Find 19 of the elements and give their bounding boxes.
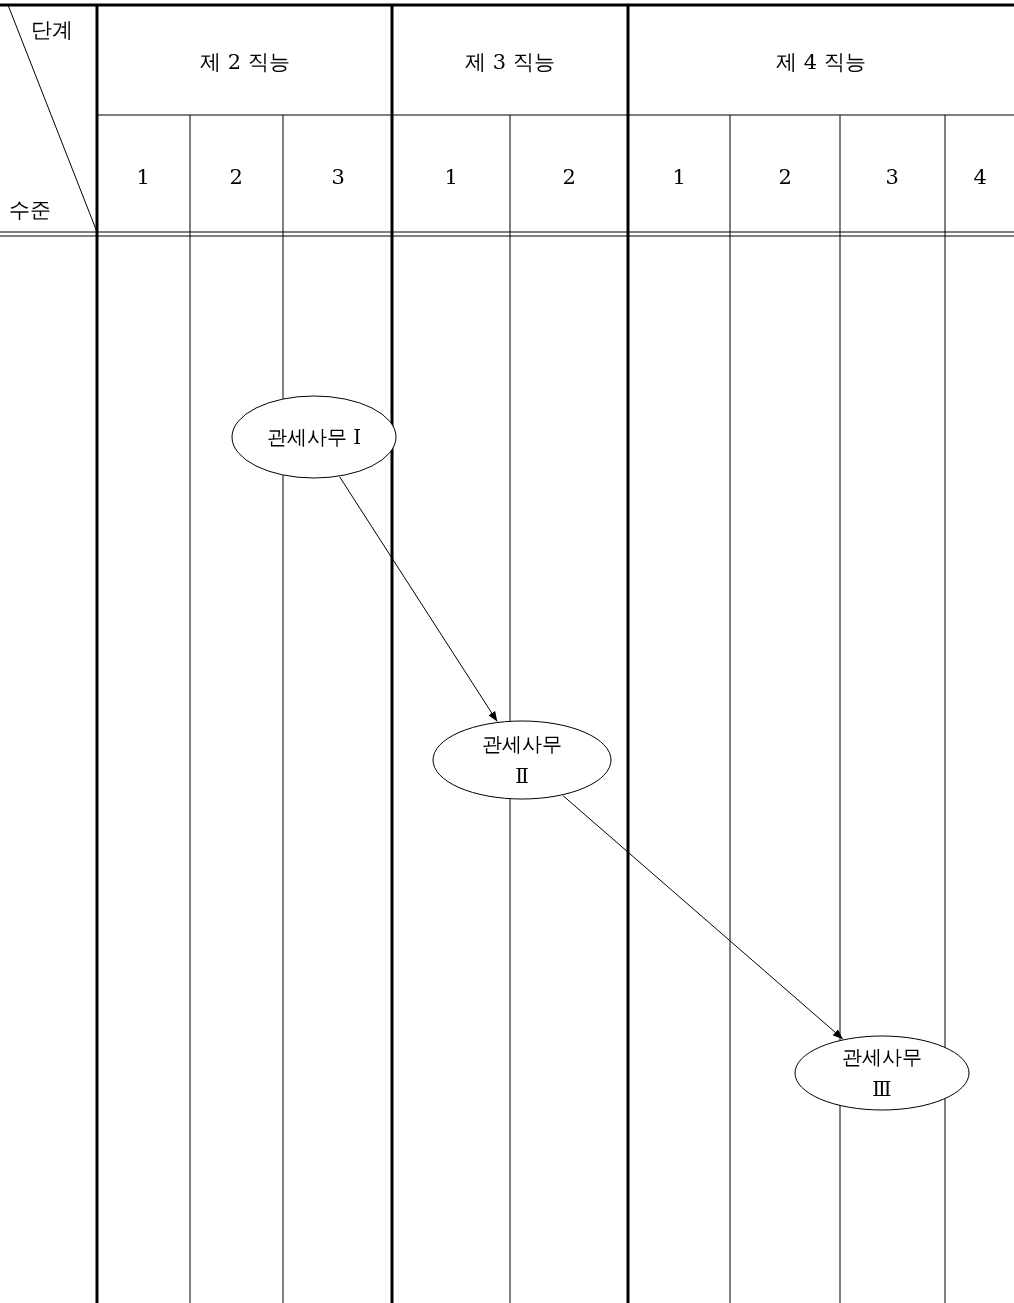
row-header: 수준 <box>9 197 51 223</box>
column-number: 2 <box>562 164 576 190</box>
column-number: 3 <box>331 164 345 190</box>
column-number: 1 <box>136 164 150 190</box>
column-number: 1 <box>672 164 686 190</box>
column-number: 2 <box>778 164 792 190</box>
column-number: 1 <box>444 164 458 190</box>
column-header: 제 2 직능 <box>200 49 290 75</box>
arrow <box>339 476 498 723</box>
column-header: 제 3 직능 <box>465 49 555 75</box>
ellipse-node: 관세사무 Ⅱ <box>432 720 612 800</box>
column-number: 3 <box>885 164 899 190</box>
arrow <box>562 795 844 1040</box>
column-number: 4 <box>973 164 987 190</box>
column-header: 제 4 직능 <box>776 49 866 75</box>
ellipse-node: 관세사무 Ⅲ <box>794 1035 970 1111</box>
ellipse-node: 관세사무 Ⅰ <box>231 395 397 479</box>
column-number: 2 <box>229 164 243 190</box>
column-header: 단계 <box>31 17 73 43</box>
